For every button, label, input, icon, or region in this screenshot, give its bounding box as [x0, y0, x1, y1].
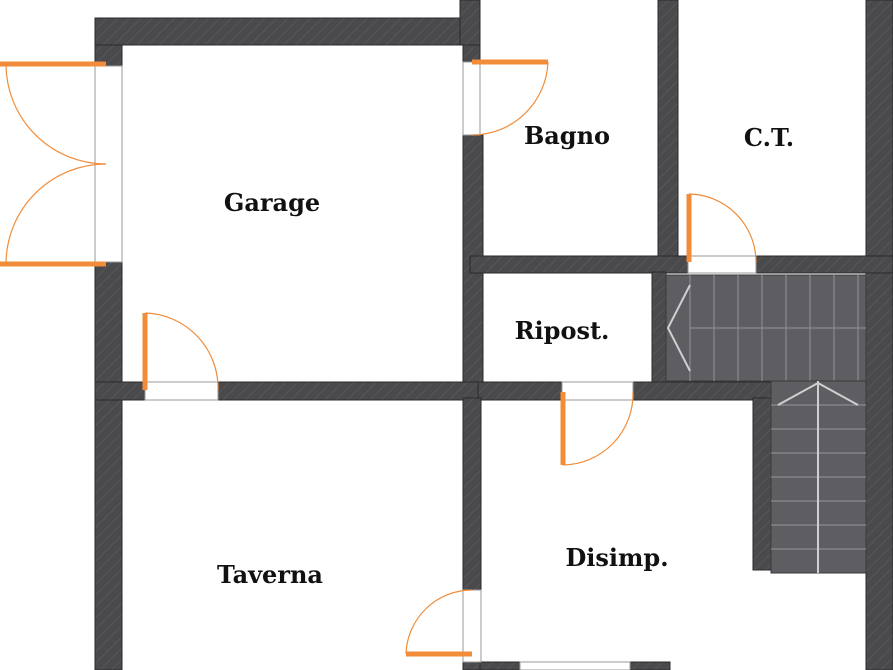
wall-garage-south-left — [94, 381, 146, 401]
door-ct — [686, 193, 757, 263]
wall-garage-north — [94, 17, 481, 46]
door-garage-double — [0, 61, 107, 267]
wall-taverna-east-lower — [462, 661, 482, 670]
door-taverna-disimp — [405, 589, 473, 657]
wall-garage-south-right — [217, 381, 484, 401]
walls — [94, 0, 893, 670]
room-label-taverna: Taverna — [217, 560, 323, 589]
wall-stairs-west — [752, 397, 772, 571]
wall-ripost-south-right — [632, 381, 774, 401]
room-label-ct: C.T. — [744, 123, 794, 152]
room-label-disimpegno: Disimp. — [565, 543, 668, 572]
stairs-lower-arrow — [777, 381, 859, 406]
opening-ripost-disimp — [561, 381, 634, 401]
opening-ct-door — [687, 255, 757, 274]
wall-ripost-south-left — [477, 381, 563, 401]
door-bagno — [471, 59, 549, 136]
opening-bottom — [519, 661, 631, 670]
wall-east — [865, 0, 893, 670]
wall-bagno-ct — [657, 0, 679, 273]
wall-taverna-east-upper — [462, 397, 482, 591]
doors — [0, 59, 757, 657]
wall-west-lower — [94, 261, 123, 670]
room-label-bagno: Bagno — [524, 121, 610, 150]
room-label-ripostiglio: Ripost. — [515, 316, 610, 345]
opening-taverna-disimp — [462, 589, 482, 663]
opening-bagno-door — [462, 61, 481, 136]
wall-garage-east-upper — [462, 44, 481, 63]
wall-ct-south — [755, 255, 893, 274]
opening-garage-taverna — [144, 381, 219, 401]
door-garage-taverna — [142, 312, 219, 391]
stairs-upper-arrow — [666, 284, 691, 372]
wall-top-stub — [459, 0, 481, 46]
room-labels: Garage Bagno C.T. Ripost. Taverna Disimp… — [217, 121, 794, 589]
wall-bagno-south — [469, 255, 689, 274]
wall-ripost-east — [651, 271, 667, 385]
door-ripost-disimp — [560, 391, 634, 466]
stairs — [665, 274, 867, 574]
room-label-garage: Garage — [224, 188, 320, 217]
